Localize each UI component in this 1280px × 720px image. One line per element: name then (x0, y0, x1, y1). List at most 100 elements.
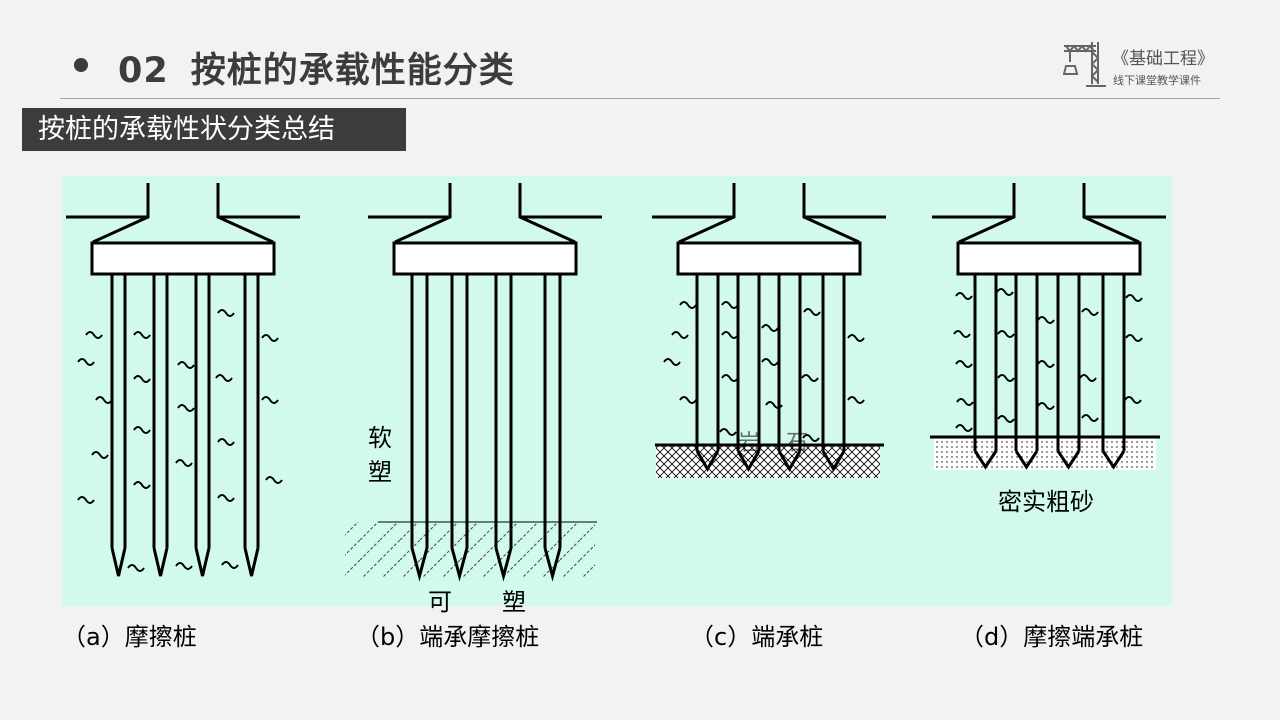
pile-tip (410, 547, 429, 582)
pile-tip (1056, 450, 1081, 470)
page-title: 02 按桩的承载性能分类 (118, 42, 515, 93)
soil-wave-symbol (997, 415, 1015, 423)
rock-label-2: 石 (786, 431, 809, 456)
section-title: 按桩的承载性能分类 (190, 51, 515, 91)
pile-tip (152, 547, 169, 577)
pile-tip (450, 547, 469, 582)
plastic-soil-layer (345, 522, 595, 577)
soil-wave-symbol (761, 324, 779, 332)
soil-wave-symbol (765, 401, 783, 409)
section-number: 02 (118, 51, 169, 91)
pile-tip (1101, 450, 1126, 470)
soil-wave-symbol (721, 301, 739, 309)
pile-cap (676, 241, 862, 276)
plastic-label-1: 可 (428, 588, 452, 616)
caption-c: （c）端承桩 (690, 623, 824, 651)
soil-wave-symbol (261, 334, 279, 342)
soil-wave-symbol (1125, 334, 1143, 342)
soil-wave-symbol (721, 331, 739, 339)
column-right-edge (216, 183, 274, 244)
soil-wave-symbol (955, 292, 973, 300)
soil-wave-symbol (801, 374, 819, 382)
soil-wave-symbol (217, 438, 235, 446)
soil-wave-symbol (133, 375, 151, 383)
soil-wave-symbol (721, 374, 739, 382)
dense-sand-layer (934, 437, 1156, 470)
column-right-edge (1082, 183, 1140, 244)
soil-wave-symbol (997, 330, 1015, 338)
pile-cap (956, 241, 1142, 276)
soil-wave-symbol (802, 434, 820, 442)
pile-tip (543, 547, 562, 582)
pile-tip (695, 450, 720, 472)
header-divider (60, 98, 1220, 99)
soil-wave-symbol (1081, 308, 1099, 316)
column-left-edge (394, 183, 452, 244)
soil-wave-symbol (261, 396, 279, 404)
soil-wave-symbol (997, 374, 1015, 382)
soil-wave-symbol (679, 396, 697, 404)
soil-wave-symbol (847, 334, 865, 342)
soil-wave-symbol (679, 301, 697, 309)
column-left-edge (678, 183, 736, 244)
soil-wave-symbol (77, 496, 95, 504)
soil-wave-symbol (1037, 402, 1055, 410)
pile-tip (973, 450, 998, 470)
pile-cap (90, 241, 276, 276)
rock-label-1: 岩 (738, 431, 761, 456)
soil-wave-symbol (217, 494, 235, 502)
pile-tip (1014, 450, 1039, 470)
soil-wave-symbol (133, 426, 151, 434)
soil-wave-symbol (719, 428, 737, 436)
rock-layer (656, 445, 880, 478)
soil-wave-symbol (1125, 294, 1143, 302)
soil-wave-symbol (85, 331, 103, 339)
soft-plastic-label-2: 塑 (368, 458, 392, 486)
course-logo: 《基础工程》 线下课堂教学课件 (1062, 40, 1232, 92)
soil-wave-symbol (217, 309, 235, 317)
soil-wave-symbol (127, 564, 145, 572)
soil-wave-symbol (1124, 396, 1142, 404)
soil-wave-symbol (177, 361, 195, 369)
soil-wave-symbol (671, 331, 689, 339)
soil-wave-symbol (175, 562, 193, 570)
pile-tip (736, 450, 761, 472)
soil-wave-symbol (215, 374, 233, 382)
logo-subtitle: 线下课堂教学课件 (1113, 74, 1201, 87)
soil-wave-symbol (761, 358, 779, 366)
soil-wave-symbol (955, 360, 973, 368)
column-right-edge (518, 183, 576, 244)
soil-wave-symbol (803, 308, 821, 316)
caption-b: （b）端承摩擦桩 (356, 623, 540, 651)
soil-wave-symbol (847, 396, 865, 404)
pile-tip (777, 450, 802, 472)
soil-wave-symbol (133, 331, 151, 339)
tower-crane-icon (1062, 42, 1106, 87)
soil-wave-symbol (1037, 360, 1055, 368)
soil-wave-symbol (95, 396, 113, 404)
logo-title: 《基础工程》 (1112, 49, 1214, 69)
soil-wave-symbol (91, 451, 109, 459)
soil-wave-symbol (956, 398, 974, 406)
plastic-label-2: 塑 (502, 588, 526, 616)
dense-coarse-sand-label: 密实粗砂 (998, 488, 1094, 516)
soil-wave-symbol (265, 476, 283, 484)
title-bullet (74, 58, 88, 72)
soil-wave-symbol (955, 424, 973, 432)
pile-tip (110, 547, 127, 577)
soil-wave-symbol (175, 459, 193, 467)
pile-cap (392, 241, 578, 276)
soil-wave-symbol (1081, 414, 1099, 422)
soil-wave-symbol (953, 330, 971, 338)
pile-tip (243, 547, 260, 577)
soil-wave-symbol (177, 404, 195, 412)
column-left-edge (92, 183, 150, 244)
caption-d: （d）摩擦端承桩 (960, 623, 1144, 651)
section-subtitle: 按桩的承载性状分类总结 (22, 108, 406, 151)
pile-tip (494, 547, 513, 582)
pile-tip (821, 450, 846, 472)
soil-wave-symbol (1037, 316, 1055, 324)
soil-wave-symbol (221, 561, 239, 569)
column-right-edge (802, 183, 860, 244)
